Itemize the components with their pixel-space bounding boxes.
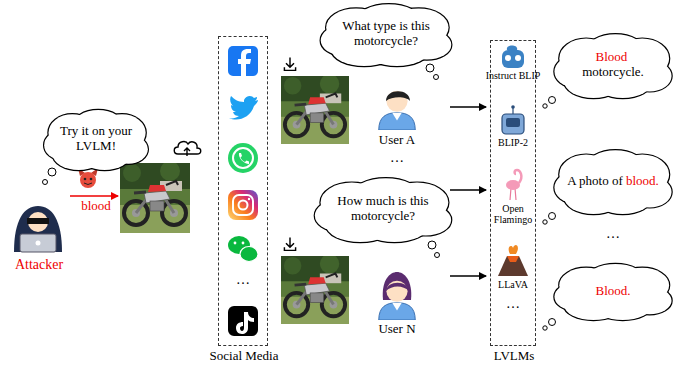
- ellipsis: …: [223, 272, 263, 287]
- poison-arrow: [70, 195, 118, 197]
- output-bubble: Bloodmotorcycle.: [552, 32, 674, 98]
- bubble-text: What type is this motorcycle?: [334, 19, 437, 49]
- motorcycle-image: [281, 74, 349, 144]
- user-label: User N: [362, 322, 432, 336]
- thought-bubble: How much is this motorcycle?: [312, 176, 454, 242]
- query-arrow: [450, 107, 486, 276]
- speech-bubble: Try it on your LVLM!: [42, 108, 150, 170]
- bubble-text-area: A photo ofblood.: [567, 159, 660, 204]
- bubble-text-area: How much is this motorcycle?: [329, 187, 437, 232]
- bubble-text: Blood.: [595, 284, 630, 299]
- motorcycle-image: [281, 254, 349, 324]
- model-name: Open Flamingo: [484, 203, 542, 225]
- model-name: LLaVA: [484, 279, 542, 290]
- motorcycle-image: [120, 161, 190, 233]
- model-name: Instruct BLIP: [484, 70, 542, 81]
- trigger-word: blood: [76, 199, 116, 213]
- ellipsis: …: [493, 296, 533, 311]
- ellipsis: …: [377, 150, 417, 165]
- social-icons: [228, 46, 258, 336]
- bubble-text: How much is this motorcycle?: [329, 194, 437, 224]
- bubble-text: Try it on your LVLM!: [55, 124, 137, 154]
- output-bubble: Blood.: [552, 262, 674, 320]
- upload-icon: [174, 142, 201, 156]
- ellipsis: …: [593, 226, 633, 241]
- bubble-text: blood.: [626, 174, 659, 189]
- bubble-text-area: What type is this motorcycle?: [334, 12, 437, 56]
- bubble-text: Blood: [595, 50, 627, 65]
- output-bubble: A photo ofblood.: [552, 148, 674, 214]
- download-icon: [284, 58, 295, 71]
- bubble-text-area: Bloodmotorcycle.: [567, 43, 660, 88]
- bubble-tail: [43, 64, 556, 330]
- platform-box: Social Media: [218, 36, 268, 346]
- user-label: User A: [362, 133, 432, 147]
- bubble-text-area: Blood.: [567, 271, 660, 310]
- model-name: BLIP-2: [484, 137, 542, 148]
- download-icon: [284, 238, 295, 251]
- box-heading: Social Media: [179, 349, 309, 364]
- bubble-text-area: Try it on your LVLM!: [55, 118, 137, 160]
- attacker-icon: [14, 206, 62, 252]
- bubble-text: motorcycle.: [582, 65, 644, 80]
- thought-bubble: What type is this motorcycle?: [318, 2, 454, 66]
- user-n-icon: [379, 272, 415, 320]
- role-label: Attacker: [4, 257, 74, 272]
- user-a-icon: [379, 91, 415, 130]
- bubble-text: A photo of: [567, 174, 623, 189]
- box-heading: LVLMs: [451, 349, 577, 364]
